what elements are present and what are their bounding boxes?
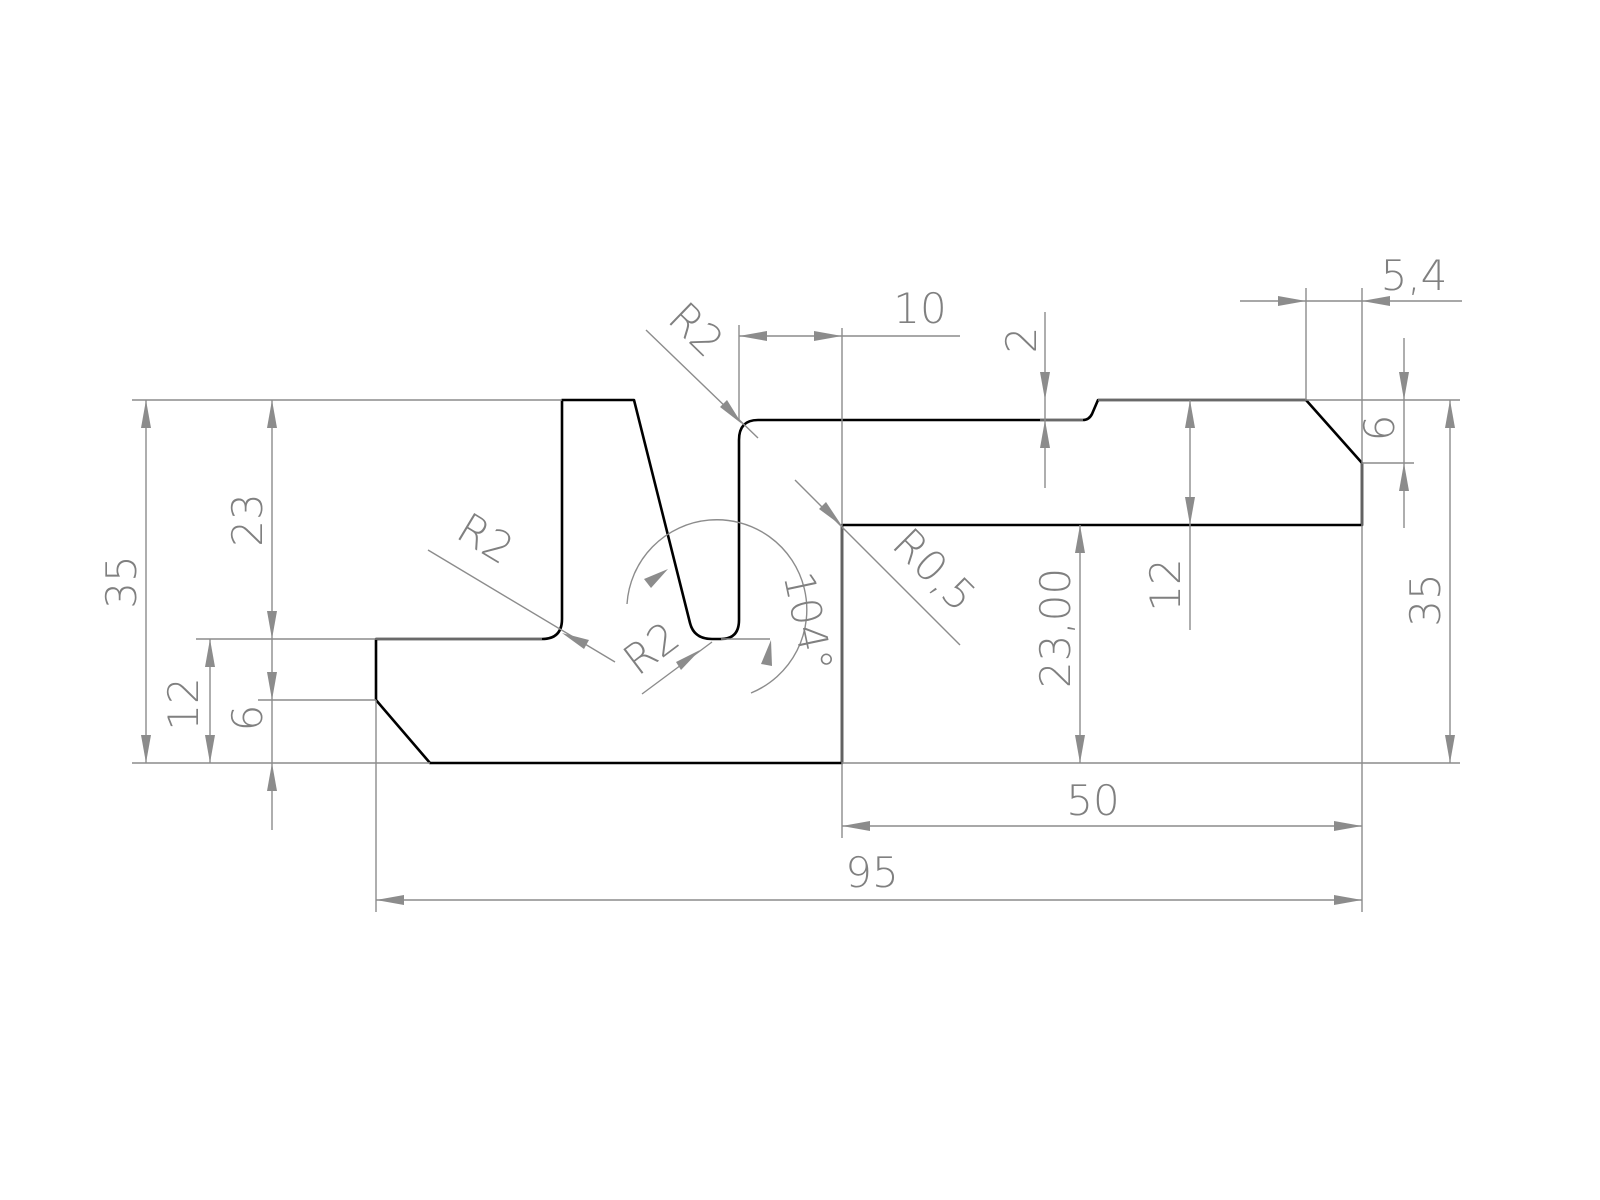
label-width-right: 50 bbox=[1066, 776, 1119, 825]
label-thickness-right: 12 bbox=[1141, 558, 1190, 611]
arrow-r0-5 bbox=[819, 502, 842, 526]
arrow-angle-right bbox=[761, 640, 772, 666]
arrow-6-right-top bbox=[1399, 372, 1409, 400]
arrow-2-top bbox=[1040, 372, 1050, 400]
arrow-12-right-top bbox=[1185, 400, 1195, 428]
arrow-50-right bbox=[1334, 821, 1362, 831]
arrow-35-right-top bbox=[1445, 400, 1455, 428]
arrow-10-right bbox=[814, 331, 842, 341]
arrow-23-left-bottom bbox=[267, 611, 277, 639]
label-height-left-step: 12 bbox=[159, 677, 208, 730]
arrow-95-right bbox=[1334, 895, 1362, 905]
arrow-6-left-bottom bbox=[267, 763, 277, 791]
arrow-r2-left bbox=[562, 633, 589, 649]
label-fillet-groove-bottom: R2 bbox=[614, 612, 688, 685]
label-height-left-chamfer: 6 bbox=[223, 705, 272, 732]
label-width-groove-offset: 10 bbox=[893, 284, 946, 333]
arrow-23-right-bottom bbox=[1075, 735, 1085, 763]
angle-arc-104 bbox=[626, 519, 808, 694]
leader-r2-left bbox=[427, 549, 616, 663]
arrow-35-right-bottom bbox=[1445, 735, 1455, 763]
arrow-50-left bbox=[842, 821, 870, 831]
label-height-left-total: 35 bbox=[97, 555, 146, 608]
arrow-6-right-bottom bbox=[1399, 463, 1409, 491]
arrow-35-left-top bbox=[141, 400, 151, 428]
arrow-10-left bbox=[739, 331, 767, 341]
profile-outline bbox=[374, 398, 1364, 765]
label-width-total: 95 bbox=[845, 848, 898, 897]
arrow-6-left-top bbox=[267, 672, 277, 700]
arrow-5-4-right bbox=[1362, 296, 1390, 306]
label-height-right-step: 23,00 bbox=[1031, 568, 1080, 688]
arrow-35-left-bottom bbox=[141, 735, 151, 763]
arrow-23-left-top bbox=[267, 400, 277, 428]
label-step-top: 2 bbox=[997, 327, 1046, 354]
label-fillet-inner-left: R2 bbox=[449, 503, 522, 574]
arrow-r2-top bbox=[720, 400, 742, 424]
label-chamfer-width: 5,4 bbox=[1381, 251, 1448, 300]
extension-lines bbox=[132, 288, 1460, 912]
label-chamfer-height: 6 bbox=[1355, 415, 1404, 442]
arrowheads bbox=[141, 296, 1455, 905]
label-height-left-upper: 23 bbox=[223, 493, 272, 546]
leader-r2-groove bbox=[641, 641, 713, 695]
arrow-5-4-left bbox=[1278, 296, 1306, 306]
arrow-r2-groove bbox=[676, 650, 700, 670]
label-angle-groove: 104° bbox=[774, 567, 843, 676]
arrow-95-left bbox=[376, 895, 404, 905]
arrow-12-left-bottom bbox=[205, 735, 215, 763]
part-profile bbox=[374, 398, 1364, 765]
label-fillet-top-left: R2 bbox=[659, 293, 733, 367]
label-fillet-step: R0,5 bbox=[883, 518, 986, 621]
arrow-12-left-top bbox=[205, 639, 215, 667]
arrow-angle-left bbox=[644, 569, 668, 588]
arrow-23-right-top bbox=[1075, 525, 1085, 553]
label-height-right-total: 35 bbox=[1401, 573, 1450, 626]
arrow-12-right-bottom bbox=[1185, 497, 1195, 525]
arrow-2-bottom bbox=[1040, 420, 1050, 448]
dimension-labels: 35 23 12 6 R2 R2 R2 104° R0,5 10 2 5,4 6… bbox=[97, 251, 1450, 897]
